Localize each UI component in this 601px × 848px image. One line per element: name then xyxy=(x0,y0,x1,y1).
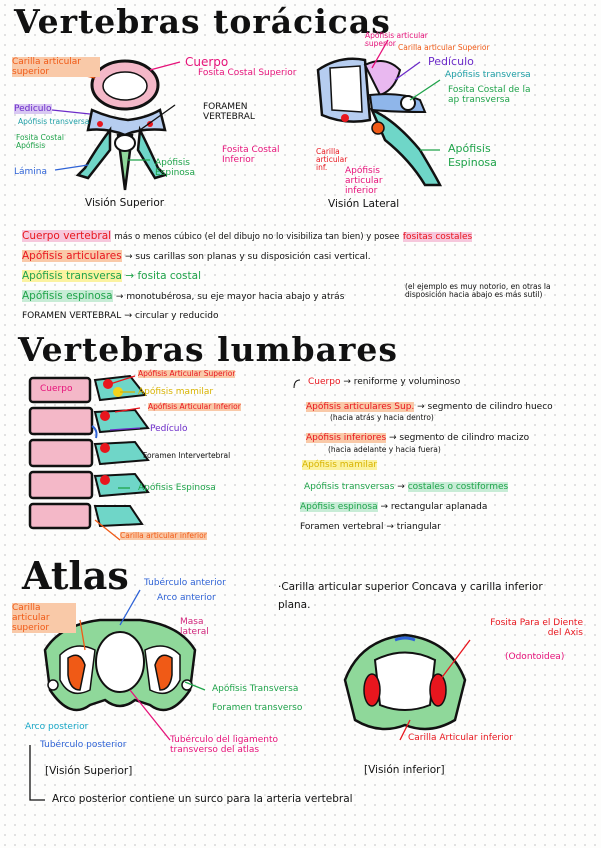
label-carilla-articular-superior-lat: Carilla articular Superior xyxy=(398,43,490,52)
label-cuerpo: Cuerpo xyxy=(185,55,229,69)
label-fosita-costal-inferior: Fosita Costal Inferior xyxy=(222,145,280,165)
note-cuerpo-vertebral: Cuerpo vertebral más o menos cúbico (el … xyxy=(22,230,473,242)
note-articulares-sup: Apófisis articulares Sup. → segmento de … xyxy=(306,402,553,412)
caption-vision-superior-atlas: [Visión Superior] xyxy=(45,765,133,777)
label-apofisis-articular-superior-lumbar: Apófisis Articular Superior xyxy=(138,369,236,378)
label-arco-anterior: Arco anterior xyxy=(157,593,216,603)
label-arco-posterior: Arco posterior xyxy=(25,722,89,732)
label-carilla-articular-superior-atlas: Carilla articular superior xyxy=(12,603,76,633)
note-apofisis-articulares: Apófisis articulares → sus carillas son … xyxy=(22,250,371,262)
note-foramen-vertebral: FORAMEN VERTEBRAL → circular y reducido xyxy=(22,311,219,321)
label-fosita-costal-apofisis: Fosita Costal Apófisis xyxy=(16,133,64,150)
note-apofisis-inferiores: Apófisis inferiores → segmento de cilind… xyxy=(306,433,530,443)
label-carilla-articular-inf: Carilla articular inf. xyxy=(316,147,348,172)
label-tuberculo-ligamento-transverso: Tubérculo del ligamento transverso del a… xyxy=(170,735,278,755)
label-fosita-diente-axis: Fosita Para el Diente del Axis xyxy=(490,618,583,638)
label-foramen-intervertebral: Foramen Intervertebral xyxy=(143,451,231,460)
label-apofisis-mamilar: Apófisis mamilar xyxy=(138,387,214,397)
label-apofisis-transversa-lat: Apófisis transversa xyxy=(445,70,531,80)
caption-vision-inferior-atlas: [Visión inferior] xyxy=(364,764,445,776)
note-apofisis-transversa: Apófisis transversa → fosita costal xyxy=(22,270,201,282)
note-apofisis-transversas: Apófisis transversas → costales o costif… xyxy=(304,482,509,492)
brace-line xyxy=(293,379,301,389)
label-foramen-vertebral: FORAMEN VERTEBRAL xyxy=(203,102,255,122)
label-fosita-costal-ap-transversa: Fosita Costal de la ap transversa xyxy=(448,85,531,105)
note-arco-posterior-surco: Arco posterior contiene un surco para la… xyxy=(52,793,353,805)
label-pediculo-lumbar: Pedículo xyxy=(150,424,188,434)
label-pediculo-lat: Pedículo xyxy=(428,55,474,68)
label-tuberculo-posterior: Tubérculo posterior xyxy=(40,740,127,750)
note-apofisis-mamilar: Apófisis mamilar xyxy=(302,460,378,470)
label-cuerpo-lumbar: Cuerpo xyxy=(40,384,73,394)
label-masa-lateral: Masa lateral xyxy=(180,617,209,637)
label-apofisis-transversa-atlas: Apófisis Transversa xyxy=(212,684,299,694)
label-apofisis-articular-inferior: Apófisis articular inferior xyxy=(345,166,383,196)
note-apofisis-espinosa: Apófisis espinosa → monotubérosa, su eje… xyxy=(22,290,345,302)
label-apofisis-articular-superior: Apófisis articular superior xyxy=(365,31,428,48)
label-carilla-articular-inferior-lumbar: Carilla articular inferior xyxy=(120,531,207,540)
label-apofisis-espinosa-lat: Apófisis Espinosa xyxy=(448,142,497,169)
label-fosita-costal-superior: Fosita Costal Superior xyxy=(198,68,297,78)
caption-vision-lateral: Visión Lateral xyxy=(328,198,400,210)
label-tuberculo-anterior: Tubérculo anterior xyxy=(144,578,226,588)
label-apofisis-espinosa: Apófisis Espinosa xyxy=(155,158,196,178)
leader-lines xyxy=(29,39,471,801)
label-carilla-articular-inferior-atlas: Carilla Articular inferior xyxy=(408,733,513,743)
thoracic-lateral-drawing xyxy=(316,57,443,187)
note-foramen-vertebral-lumbar: Foramen vertebral → triangular xyxy=(300,522,441,532)
label-foramen-transverso: Foramen transverso xyxy=(212,703,303,713)
section-title-atlas: Atlas xyxy=(22,553,129,598)
label-carilla-articular-superior: Carilla articular superior xyxy=(12,57,100,77)
caption-vision-superior: Visión Superior xyxy=(85,197,165,209)
label-odontoidea: (Odontoidea) xyxy=(505,652,565,662)
note-articulares-sup-sub: (hacia atrás y hacia dentro) xyxy=(330,413,434,422)
label-ap-transversa: Apófisis transversa xyxy=(18,117,90,126)
section-title-toracicas: Vertebras torácicas xyxy=(14,2,391,41)
label-pediculo: Pediculo xyxy=(14,104,52,114)
atlas-inferior-drawing xyxy=(343,633,467,731)
note-espinosa-aside: (el ejemplo es muy notorio, en otras la … xyxy=(405,282,551,299)
lumbar-column-drawing xyxy=(28,374,150,530)
label-apofisis-articular-inferior-lumbar: Apófisis Articular Inferior xyxy=(148,402,241,411)
thoracic-superior-drawing xyxy=(75,59,168,191)
note-carillas-atlas: ·Carilla articular superior Concava y ca… xyxy=(278,581,543,611)
section-title-lumbares: Vertebras lumbares xyxy=(18,330,398,369)
note-cuerpo-lumbar: Cuerpo → reniforme y voluminoso xyxy=(308,377,461,387)
atlas-superior-drawing xyxy=(43,618,197,712)
note-apofisis-inferiores-sub: (hacia adelante y hacia fuera) xyxy=(328,445,441,454)
note-apofisis-espinosa-lumbar: Apófisis espinosa → rectangular aplanada xyxy=(300,502,488,512)
label-lamina: Lámina xyxy=(14,167,48,177)
label-apofisis-espinosa-lumbar: Apófisis Espinosa xyxy=(138,483,216,493)
